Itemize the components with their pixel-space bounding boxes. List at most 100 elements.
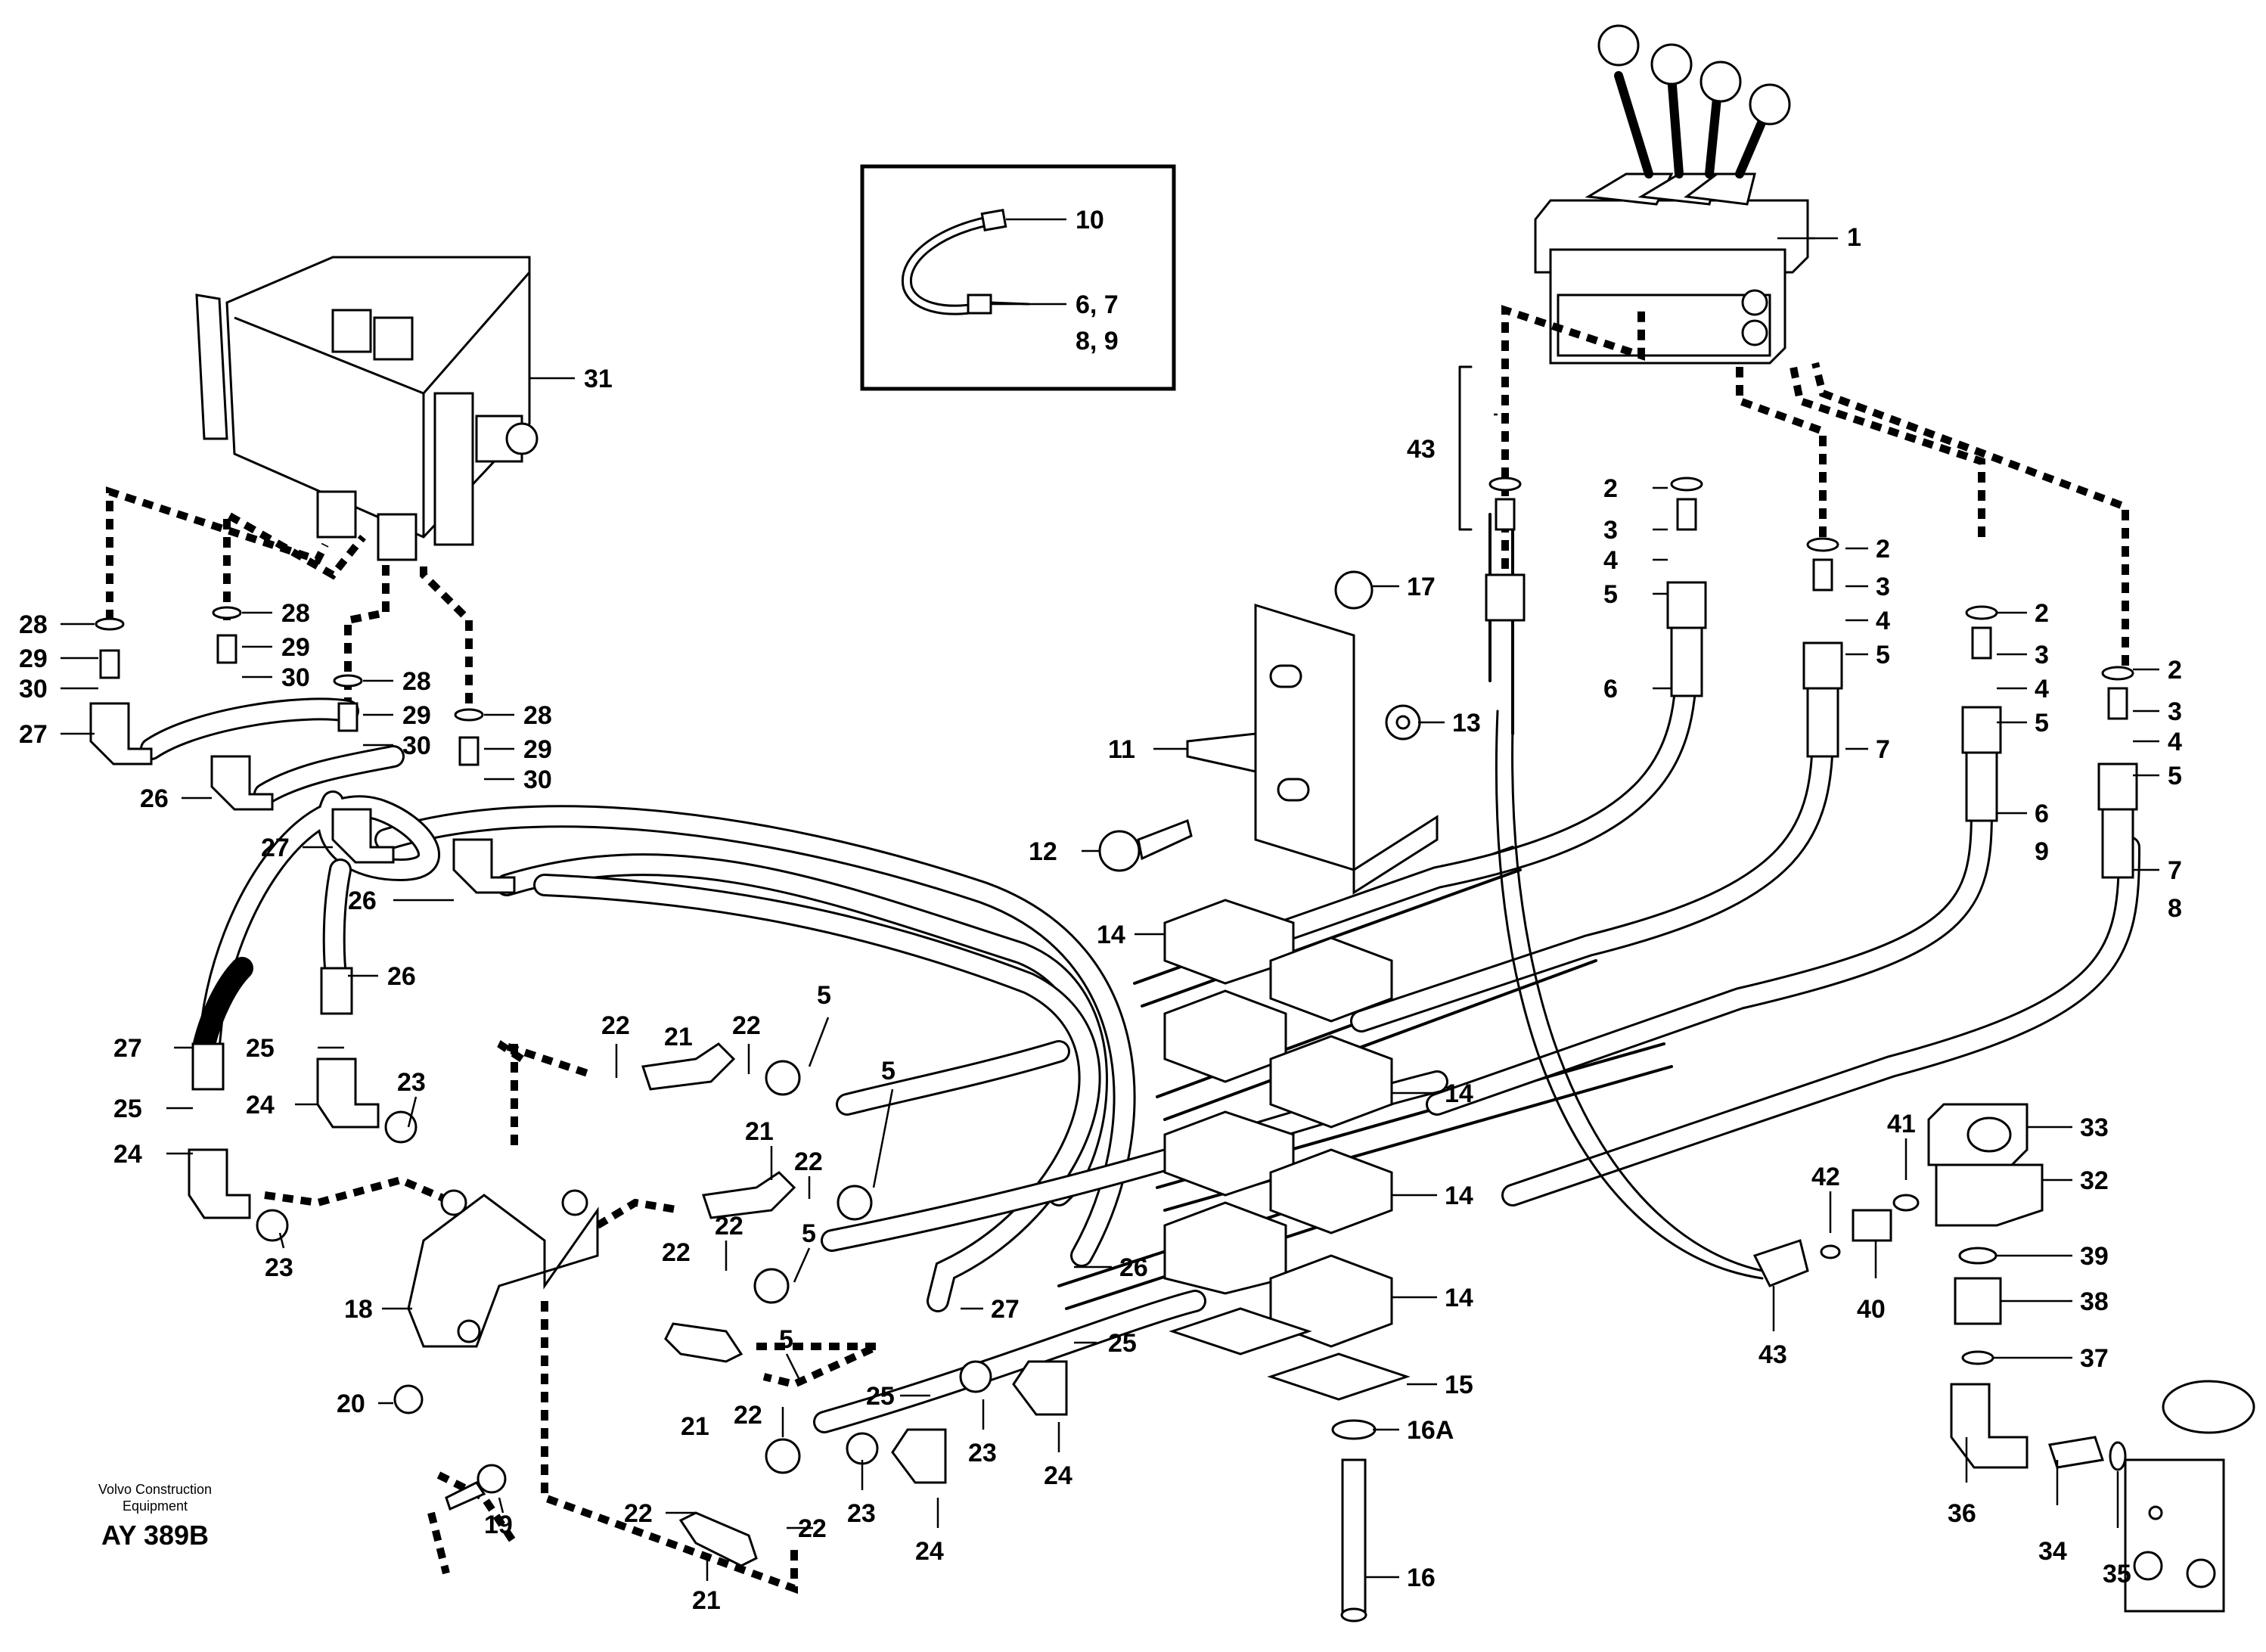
- callout-9c: 9: [2035, 837, 2049, 866]
- callout-29a: 29: [19, 644, 48, 673]
- callout-21a: 21: [664, 1023, 693, 1051]
- callout-41: 41: [1887, 1110, 1916, 1138]
- fittings: [89, 477, 2138, 1567]
- callout-25d: 25: [866, 1382, 895, 1411]
- callout-33: 33: [2080, 1113, 2109, 1142]
- callout-30c: 30: [402, 731, 431, 760]
- callout-6c: 6: [2035, 800, 2049, 828]
- callout-7d: 7: [2168, 856, 2182, 885]
- callout-27c: 27: [113, 1034, 142, 1063]
- callout-5d: 5: [2168, 762, 2182, 790]
- callout-2c: 2: [2035, 599, 2049, 628]
- callout-28a: 28: [19, 610, 48, 639]
- brackets-and-clamps: [393, 570, 1439, 1622]
- company-name-line2: Equipment: [123, 1498, 188, 1514]
- callout-19: 19: [484, 1511, 513, 1539]
- callout-22b: 22: [732, 1011, 761, 1040]
- callout-27a: 27: [19, 720, 48, 749]
- control-valve-assembly: [1534, 24, 1838, 365]
- callout-24b: 24: [113, 1140, 142, 1169]
- callout-22c: 22: [794, 1147, 823, 1176]
- callout-23c: 23: [968, 1439, 997, 1467]
- callout-7b: 7: [1876, 735, 1890, 764]
- callout-22h: 22: [798, 1514, 827, 1543]
- callout-43-bottom: 43: [1758, 1340, 1787, 1369]
- callout-14d: 14: [1445, 1284, 1473, 1312]
- callout-32: 32: [2080, 1166, 2109, 1195]
- callout-28d: 28: [523, 701, 552, 730]
- callout-21c: 21: [681, 1412, 709, 1441]
- callout-38: 38: [2080, 1287, 2109, 1316]
- callout-11: 11: [1108, 735, 1135, 764]
- callout-5h: 5: [779, 1325, 793, 1354]
- callout-5a: 5: [1603, 580, 1618, 609]
- callout-2b: 2: [1876, 535, 1890, 564]
- callout-20: 20: [337, 1390, 365, 1418]
- callout-29b: 29: [281, 633, 310, 662]
- callout-22g: 22: [624, 1499, 653, 1528]
- callout-13: 13: [1452, 709, 1481, 738]
- callout-43-top: 43: [1407, 435, 1436, 464]
- callout-4a: 4: [1603, 546, 1618, 575]
- callout-1: 1: [1847, 223, 1861, 252]
- callout-40: 40: [1857, 1295, 1886, 1324]
- pilot-valve-box: [195, 256, 575, 561]
- callout-34: 34: [2038, 1537, 2067, 1566]
- callout-16: 16: [1407, 1564, 1436, 1592]
- callout-22d: 22: [662, 1238, 691, 1267]
- callout-2a: 2: [1603, 474, 1618, 503]
- callout-30a: 30: [19, 675, 48, 703]
- callout-17: 17: [1407, 573, 1436, 601]
- callout-8d: 8: [2168, 894, 2182, 923]
- callout-22f: 22: [734, 1401, 762, 1430]
- callout-labels: 1 31 10 6, 7 8, 9 43 2 3 4 5 6 2 3 4 5 7…: [19, 206, 2182, 1615]
- callout-3a: 3: [1603, 516, 1618, 545]
- callout-18: 18: [344, 1295, 373, 1324]
- callout-30b: 30: [281, 663, 310, 692]
- callout-6-7: 6, 7: [1076, 290, 1119, 319]
- callout-16a: 16A: [1407, 1416, 1454, 1445]
- callout-22e: 22: [715, 1212, 743, 1241]
- callout-37: 37: [2080, 1344, 2109, 1373]
- callout-23b: 23: [265, 1253, 293, 1282]
- callout-26c: 26: [387, 962, 416, 991]
- callout-4c: 4: [2035, 675, 2049, 703]
- cable-tie-inset: [860, 164, 1176, 391]
- figure-code: AY 389B: [101, 1520, 209, 1551]
- callout-22a: 22: [601, 1011, 630, 1040]
- callout-2d: 2: [2168, 656, 2182, 685]
- callout-39: 39: [2080, 1242, 2109, 1271]
- callout-21b: 21: [745, 1117, 774, 1146]
- callout-25b: 25: [113, 1095, 142, 1123]
- callout-28b: 28: [281, 599, 310, 628]
- callout-28c: 28: [402, 667, 431, 696]
- callout-14b: 14: [1445, 1079, 1473, 1108]
- callout-3d: 3: [2168, 697, 2182, 726]
- callout-26b: 26: [348, 887, 377, 915]
- callout-3b: 3: [1876, 573, 1890, 601]
- callout-5c: 5: [2035, 709, 2049, 738]
- callout-30d: 30: [523, 765, 552, 794]
- callout-23a: 23: [397, 1068, 426, 1097]
- company-name-line1: Volvo Construction: [98, 1482, 212, 1497]
- callout-29d: 29: [523, 735, 552, 764]
- callout-24a: 24: [246, 1091, 275, 1119]
- callout-3c: 3: [2035, 641, 2049, 669]
- callout-25c: 25: [1108, 1329, 1137, 1358]
- callout-4d: 4: [2168, 728, 2182, 756]
- dashed-pipe-routes: [106, 305, 2129, 1595]
- callout-26d: 26: [1119, 1253, 1148, 1282]
- callout-21d: 21: [692, 1586, 721, 1615]
- callout-leaders: [61, 237, 2159, 1581]
- callout-5e: 5: [817, 981, 831, 1010]
- callout-5b: 5: [1876, 641, 1890, 669]
- callout-8-9: 8, 9: [1076, 327, 1119, 356]
- callout-6a: 6: [1603, 675, 1618, 703]
- callout-10: 10: [1076, 206, 1104, 234]
- callout-14a: 14: [1097, 921, 1125, 949]
- callout-29c: 29: [402, 701, 431, 730]
- callout-14c: 14: [1445, 1182, 1473, 1210]
- callout-35: 35: [2103, 1560, 2131, 1588]
- callout-23d: 23: [847, 1499, 876, 1528]
